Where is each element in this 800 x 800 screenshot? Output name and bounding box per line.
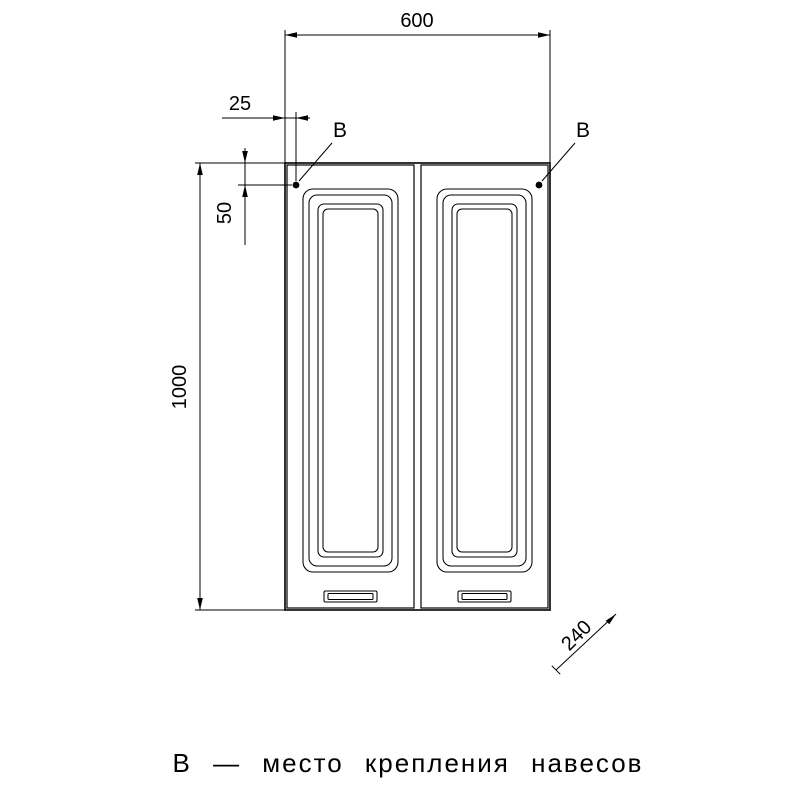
right-door-handle-inner xyxy=(461,592,508,601)
left-door-handle xyxy=(323,590,378,603)
right-door-molding-outer xyxy=(436,188,533,573)
arrowhead-offset-side-left xyxy=(273,115,285,121)
mount-point-right-dot xyxy=(535,181,543,189)
right-door-molding-second xyxy=(442,194,527,567)
cabinet-outline xyxy=(284,162,551,611)
dimension-width-label: 600 xyxy=(400,10,433,32)
dimension-offset-side-label: 25 xyxy=(229,93,251,115)
left-door-molding-outer xyxy=(302,188,399,573)
right-door-handle xyxy=(457,590,512,603)
dimension-width: 600 xyxy=(284,10,551,163)
leader-line-left xyxy=(298,142,333,182)
mount-point-left-dot xyxy=(292,181,300,189)
right-door-panel xyxy=(456,208,513,553)
arrowhead-offset-side-right xyxy=(296,115,308,121)
left-door-molding-second xyxy=(308,194,393,567)
dimension-depth-label: 240 xyxy=(557,616,596,655)
right-door xyxy=(420,164,549,609)
left-door-panel xyxy=(322,208,379,553)
cabinet xyxy=(284,162,551,611)
mount-marker-left-label: В xyxy=(333,119,347,142)
dimension-height-label: 1000 xyxy=(169,365,191,410)
mount-marker-left: В xyxy=(292,119,347,189)
dim-line-depth xyxy=(555,613,617,671)
arrowhead-offset-top-upper xyxy=(242,151,248,163)
dimension-height: 1000 xyxy=(169,162,285,611)
mount-marker-right-label: В xyxy=(576,119,590,142)
left-door-handle-inner xyxy=(327,592,374,601)
dimension-offset-side: 25 xyxy=(222,93,310,181)
dimension-depth: 240 xyxy=(551,613,617,675)
arrowhead-width-right xyxy=(538,32,550,38)
arrowhead-height-bottom xyxy=(197,598,203,610)
arrowhead-width-left xyxy=(285,32,297,38)
dimension-offset-top: 50 xyxy=(214,148,292,245)
dimension-offset-top-label: 50 xyxy=(214,202,236,224)
left-door-molding-third xyxy=(317,203,384,558)
tick-depth-end xyxy=(551,665,561,675)
arrowhead-height-top xyxy=(197,163,203,175)
arrowhead-depth xyxy=(605,614,616,625)
arrowhead-offset-top-lower xyxy=(242,185,248,197)
leader-line-right xyxy=(541,142,576,182)
caption-text: В — место крепления навесов xyxy=(173,748,644,778)
mount-marker-right: В xyxy=(535,119,590,189)
right-door-molding-third xyxy=(451,203,518,558)
left-door xyxy=(286,164,415,609)
